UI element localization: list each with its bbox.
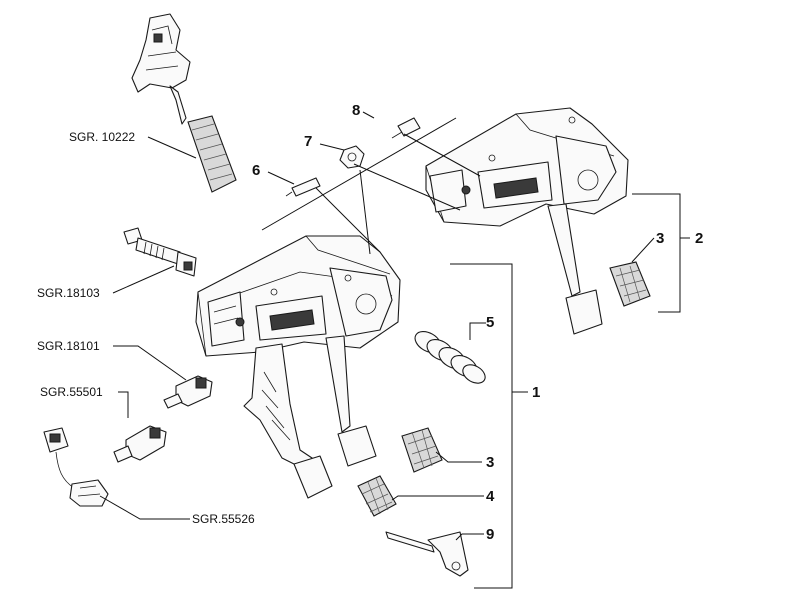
- accelerator-pedal-part: [131, 13, 237, 193]
- part-number-2: 2: [695, 230, 703, 247]
- sensor-part-18103: [123, 227, 197, 277]
- switch-part-18101: [163, 375, 213, 409]
- part-number-6: 6: [252, 162, 260, 179]
- nut-part-7: [339, 145, 365, 169]
- screw-part-8: [391, 117, 421, 139]
- ref-label-55501: SGR.55501: [40, 385, 103, 399]
- switch-part-55501: [113, 425, 167, 463]
- harness-part-55526: [43, 427, 109, 507]
- part-number-4: 4: [486, 488, 495, 505]
- part-number-3-front: 3: [486, 454, 494, 471]
- part-number-5: 5: [486, 314, 494, 331]
- part-number-8: 8: [352, 102, 360, 119]
- ref-label-10222: SGR. 10222: [69, 130, 135, 144]
- pedal-box-assembly-front: [195, 235, 401, 499]
- pedal-box-assembly-rear: [425, 107, 651, 335]
- part-number-7: 7: [304, 133, 312, 150]
- part-number-9: 9: [486, 526, 494, 543]
- pin-part-6: [285, 177, 321, 197]
- pedal-pad-part-3: [401, 427, 443, 473]
- ref-label-18101: SGR.18101: [37, 339, 100, 353]
- pushrod-part-9: [385, 531, 469, 577]
- pedal-pad-part-4: [357, 475, 397, 517]
- spring-part-5: [414, 330, 486, 384]
- part-number-3-rear: 3: [656, 230, 664, 247]
- part-number-1: 1: [532, 384, 540, 401]
- ref-label-18103: SGR.18103: [37, 286, 100, 300]
- ref-label-55526: SGR.55526: [192, 512, 255, 526]
- leader-lines: [99, 111, 690, 589]
